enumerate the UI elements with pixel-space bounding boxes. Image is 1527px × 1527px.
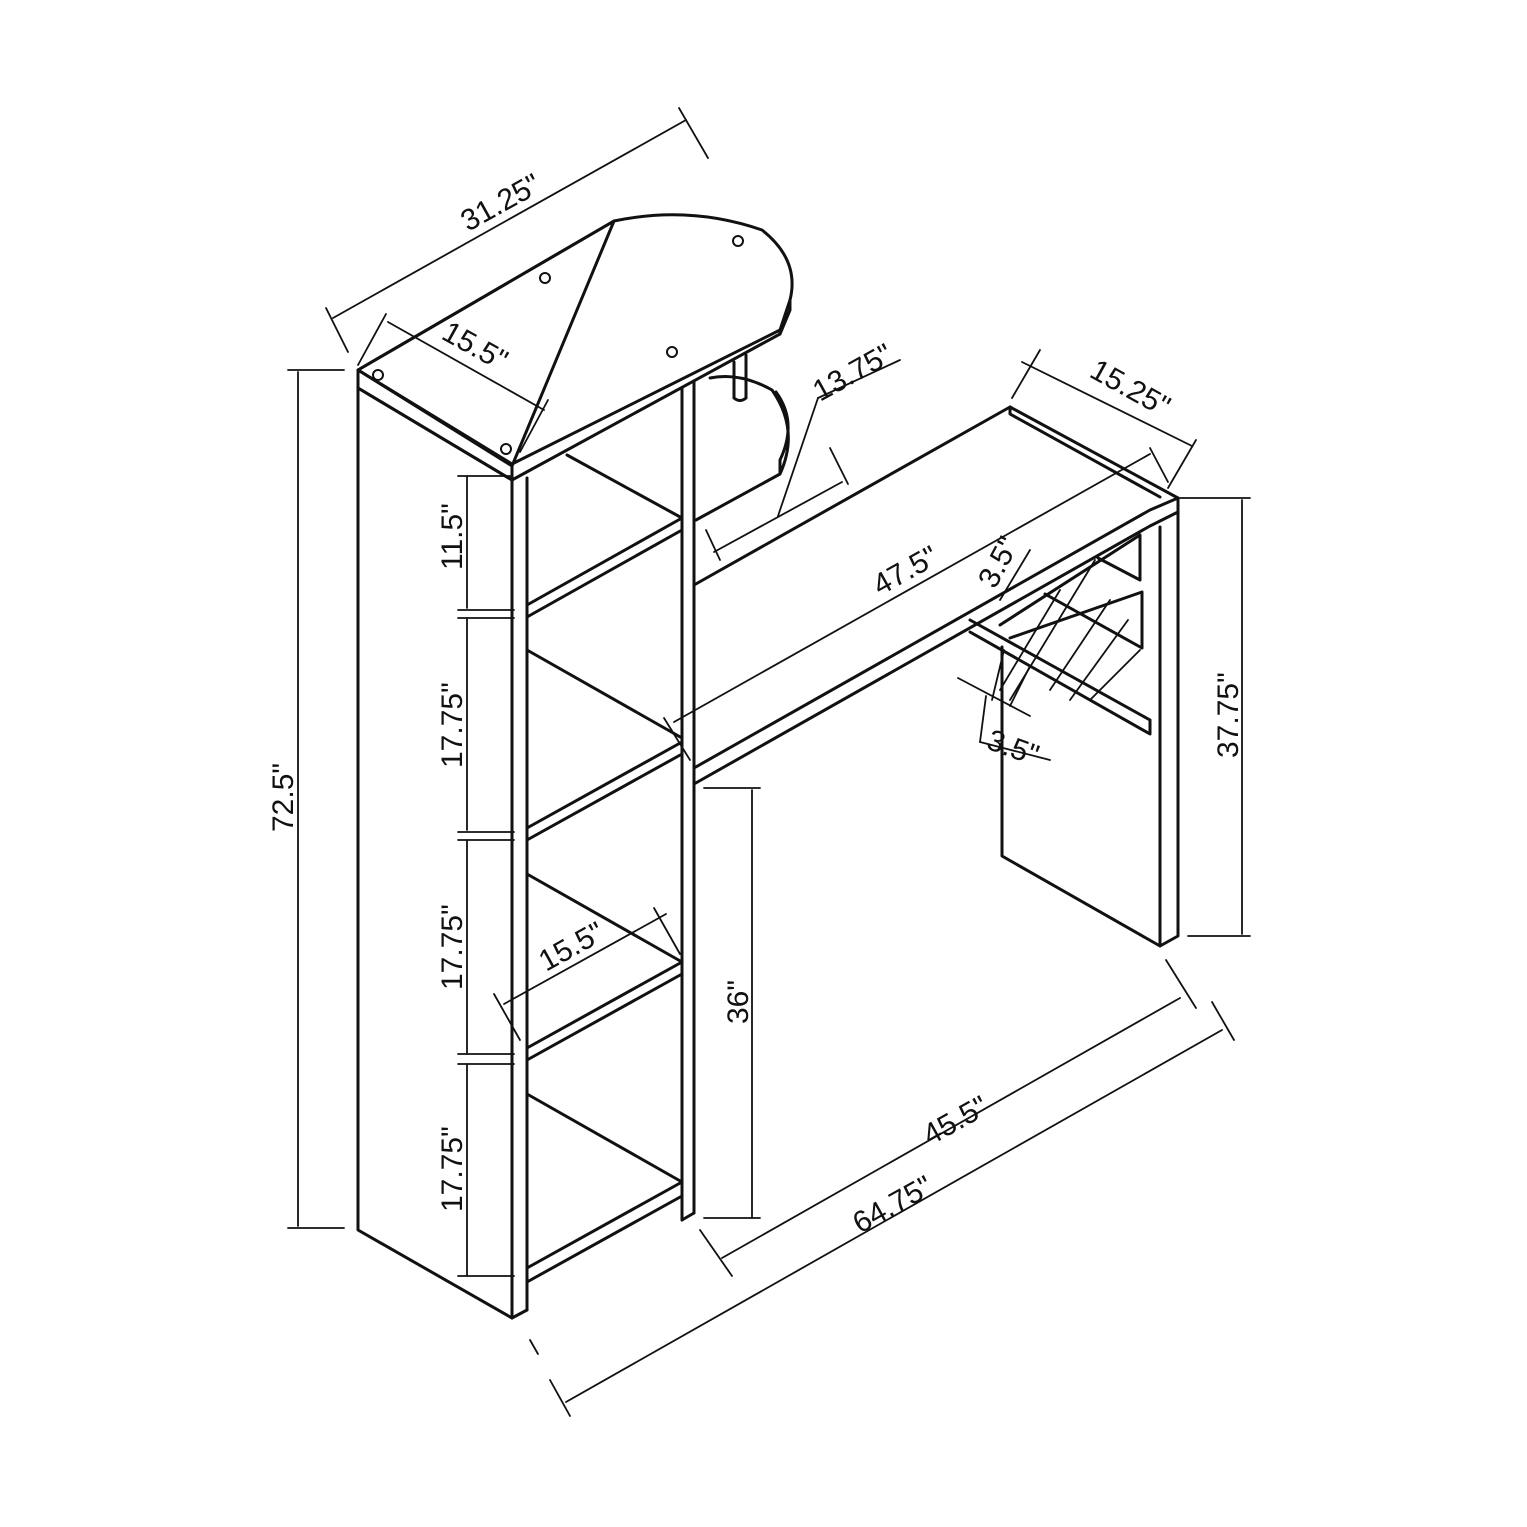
label-bar-clear-height: 36" [722,980,755,1024]
bar-unit [692,405,1180,948]
label-top-length: 31.25" [455,168,546,238]
label-shelf-1: 11.5" [436,503,469,570]
tower-top-front-edge [356,368,514,482]
label-bar-length: 47.5" [867,540,943,602]
support-post [732,353,748,402]
label-shelf-gap: 13.75" [807,338,898,408]
label-bar-span: 45.5" [917,1090,993,1152]
label-shelf-4: 17.75" [436,1126,469,1212]
dimension-lines [287,107,1251,1417]
bar-front-edge [692,496,1180,786]
screw-hole [732,235,744,247]
screw-hole [539,272,551,284]
round-shelf [694,375,790,522]
label-rack-spacing-bottom: 3.5" [983,724,1043,773]
label-bar-height: 37.75" [1212,672,1245,758]
bar-top-surface [692,405,1180,770]
tower-top-surface [356,213,794,466]
tower-unit [356,213,794,1320]
screw-hole [500,443,512,455]
label-total-height: 72.5" [267,763,300,832]
label-top-depth: 15.5" [437,315,513,377]
tower-left-panel [356,386,514,1320]
screw-hole [666,346,678,358]
label-shelf-3: 17.75" [436,904,469,990]
bar-end-leg [1000,510,1180,948]
label-shelf-2: 17.75" [436,682,469,768]
label-bar-depth: 15.25" [1085,353,1176,423]
screw-hole [372,369,384,381]
label-shelf-depth: 15.5" [533,916,609,978]
tower-shelves [525,453,684,1284]
label-overall-length: 64.75" [847,1170,938,1240]
tower-top-right-edge [510,328,782,482]
